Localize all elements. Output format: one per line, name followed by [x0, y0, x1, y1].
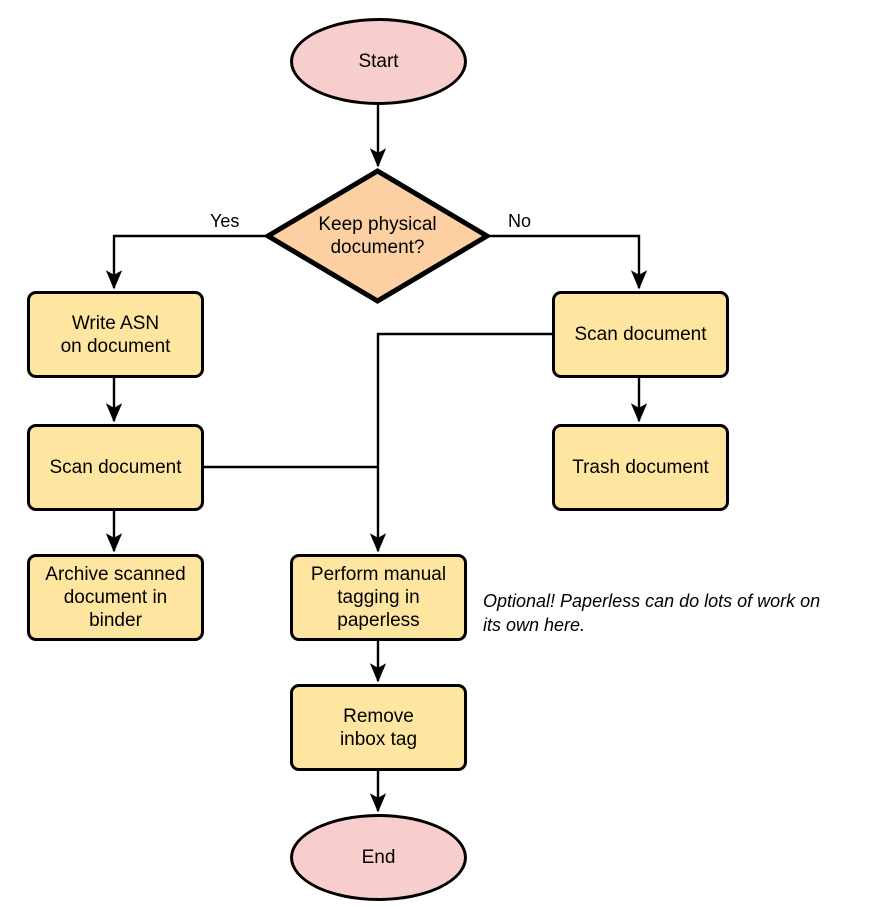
decision-label-line2: document?	[330, 237, 425, 258]
edge-decision-yes-to-write-asn	[105, 234, 265, 290]
diamond-shape	[265, 168, 490, 304]
node-end[interactable]: End	[290, 814, 467, 901]
node-end-label: End	[361, 847, 396, 868]
node-start-label: Start	[358, 51, 399, 72]
node-scan-document-left[interactable]: Scan document	[27, 424, 204, 511]
node-scan-document-right[interactable]: Scan document	[552, 291, 729, 378]
node-tagging-label: Perform manual tagging in paperless	[311, 563, 446, 632]
node-remove-inbox-label: Remove inbox tag	[340, 705, 417, 751]
remove-inbox-line1: Remove	[343, 705, 414, 727]
node-remove-inbox-tag[interactable]: Remove inbox tag	[290, 684, 467, 771]
node-perform-manual-tagging[interactable]: Perform manual tagging in paperless	[290, 554, 467, 641]
annotation-optional-line2: its own here.	[483, 615, 586, 635]
tagging-line3: paperless	[337, 610, 420, 631]
node-archive-scanned-document[interactable]: Archive scanned document in binder	[27, 554, 204, 641]
archive-line3: binder	[89, 610, 142, 631]
annotation-optional: Optional! Paperless can do lots of work …	[483, 589, 883, 637]
node-scan-document-right-label: Scan document	[574, 323, 706, 346]
node-trash-document-label: Trash document	[572, 456, 709, 479]
archive-line2: document in	[63, 587, 168, 608]
write-asn-line2: on document	[60, 335, 171, 357]
scan-left-line1: Scan document	[49, 457, 182, 478]
annotation-optional-line1: Optional! Paperless can do lots of work …	[483, 591, 821, 611]
trash-line1: Trash document	[572, 457, 709, 478]
edge-label-no: No	[508, 211, 532, 231]
node-write-asn-on-document[interactable]: Write ASN on document	[27, 291, 204, 378]
node-scan-document-left-label: Scan document	[49, 456, 181, 479]
node-archive-label: Archive scanned document in binder	[45, 563, 185, 632]
tagging-line1: Perform manual	[310, 564, 447, 585]
edge-scan-right-to-tagging	[369, 332, 552, 553]
scan-right-line1: Scan document	[574, 324, 707, 345]
node-trash-document[interactable]: Trash document	[552, 424, 729, 511]
node-write-asn-label: Write ASN on document	[61, 312, 171, 358]
decision-label-line1: Keep physical	[318, 214, 437, 235]
node-keep-physical-document[interactable]: Keep physical document?	[265, 168, 490, 304]
edge-decision-no-to-scan-right	[490, 234, 648, 290]
archive-line1: Archive scanned	[45, 564, 186, 585]
write-asn-line1: Write ASN	[71, 312, 160, 334]
remove-inbox-line2: inbox tag	[339, 728, 418, 750]
tagging-line2: tagging in	[337, 587, 420, 608]
node-keep-physical-document-label: Keep physical document?	[308, 213, 446, 259]
edge-label-yes: Yes	[210, 211, 240, 231]
node-start[interactable]: Start	[290, 18, 467, 105]
